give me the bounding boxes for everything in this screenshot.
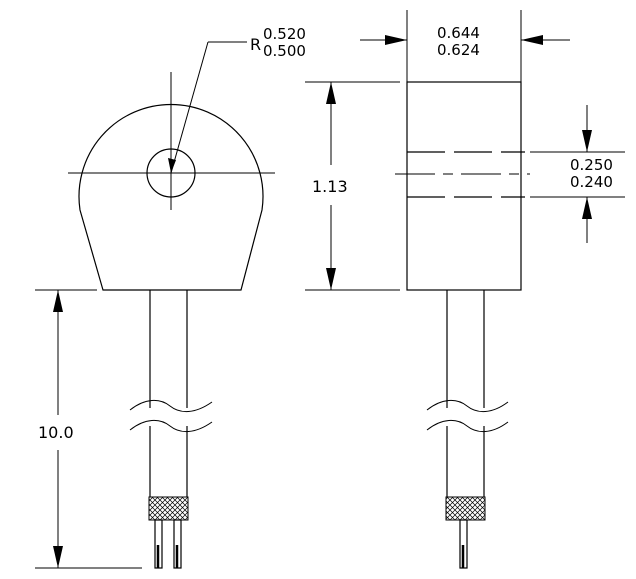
hole-upper-value: 0.250 (570, 156, 613, 174)
width-arrow-left (385, 35, 407, 45)
side-view (305, 10, 625, 569)
side-body-outline (406, 81, 522, 291)
dimension-labels: R 0.520 0.500 0.644 0.624 1.13 0.250 0.2… (38, 24, 613, 442)
front-view (35, 41, 275, 569)
radius-arrowhead (168, 158, 176, 173)
hole-arrow-bottom (582, 197, 592, 219)
height-arrow-top (326, 82, 336, 104)
front-body-outline (78, 103, 264, 291)
radius-leader (170, 41, 209, 174)
side-cable-break-lower (426, 420, 509, 432)
lead-arrow-bottom (53, 546, 63, 568)
side-braided-sleeve (445, 496, 486, 521)
height-value: 1.13 (312, 177, 348, 196)
lead-arrow-top (53, 290, 63, 312)
radius-lower-value: 0.500 (263, 42, 306, 60)
radius-upper-value: 0.520 (263, 25, 306, 43)
height-arrow-bottom (326, 268, 336, 290)
width-upper-value: 0.644 (437, 24, 480, 42)
width-arrow-right (521, 35, 543, 45)
hole-arrow-top (582, 130, 592, 152)
cable-break-upper (129, 400, 213, 412)
hole-lower-value: 0.240 (570, 173, 613, 191)
lead-length-value: 10.0 (38, 423, 74, 442)
braided-sleeve (148, 496, 189, 521)
cable-break-lower (129, 420, 213, 432)
side-cable-break-upper (426, 400, 509, 412)
width-lower-value: 0.624 (437, 41, 480, 59)
radius-prefix: R (250, 35, 261, 54)
